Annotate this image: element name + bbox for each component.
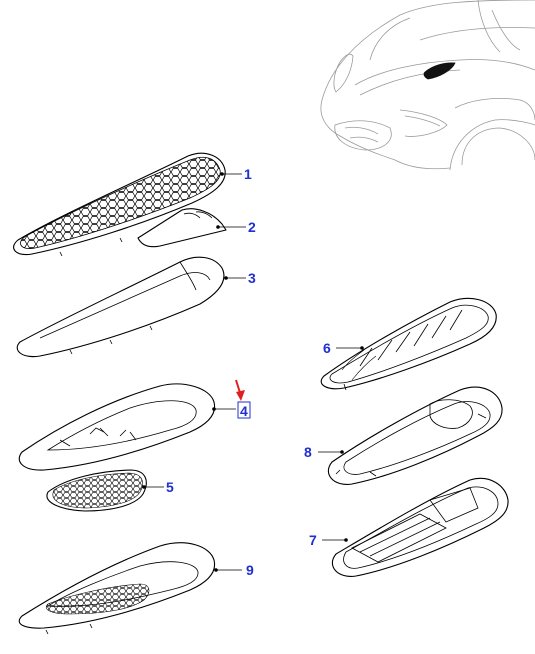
hood-vent-highlight [423, 62, 456, 80]
part-9-assembled-vent [18, 542, 216, 635]
part-8-gasket [327, 386, 503, 485]
callout-3[interactable]: 3 [248, 270, 256, 286]
callout-6[interactable]: 6 [323, 340, 331, 356]
part-6-louvred-vent [320, 297, 497, 391]
selected-callout-box [237, 401, 251, 419]
callout-9[interactable]: 9 [246, 562, 254, 578]
callout-5[interactable]: 5 [166, 479, 174, 495]
car-reference-sketch [320, 0, 535, 171]
red-arrow-icon [235, 379, 245, 401]
leader-lines [142, 172, 364, 572]
callout-1[interactable]: 1 [244, 166, 252, 182]
part-4-inner-frame [18, 383, 216, 471]
part-1-honeycomb-grille [13, 152, 226, 257]
part-5-mesh-insert [46, 469, 147, 512]
callout-4[interactable]: 4 [240, 403, 248, 419]
callout-2[interactable]: 2 [248, 219, 256, 235]
part-3-outer-bezel [16, 256, 225, 358]
callout-8[interactable]: 8 [304, 444, 312, 460]
part-7-base-bracket [331, 478, 509, 577]
callout-7[interactable]: 7 [309, 532, 317, 548]
